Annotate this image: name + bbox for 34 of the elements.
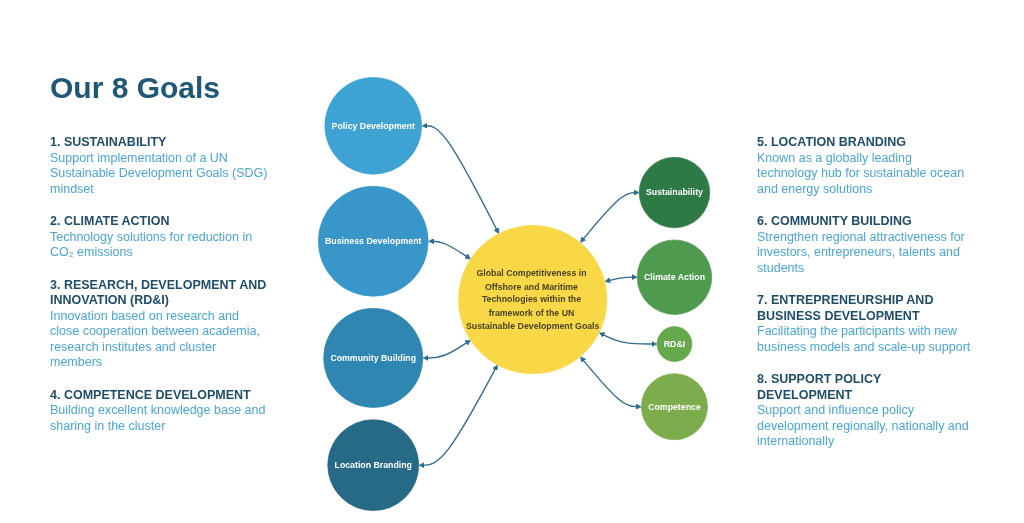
goal-circle: Community Building	[323, 308, 424, 408]
goal-heading: 6. COMMUNITY BUILDING	[757, 214, 913, 230]
goal-circle: Competence	[641, 373, 708, 441]
goal-heading: 2. CLIMATE ACTION	[50, 214, 171, 230]
center-circle: Global Competitiveness in Offshore and Maritime Technologies within the framework of the UN Sustainable Development Goals	[458, 225, 608, 375]
goal-description: Strengthen regional attractiveness for investors, entrepreneurs, talents and students	[757, 229, 966, 276]
goal-circle: Sustainability	[638, 157, 711, 229]
double-arrow	[604, 274, 638, 284]
goal-heading: 8. SUPPORT POLICY DEVELOPMENT	[757, 372, 883, 403]
goal-description: Building excellent knowledge base and sharing in the cluster	[50, 403, 267, 434]
goal-description: Support and influence policy development regionally, nationally and internationally	[757, 403, 970, 450]
double-arrow	[580, 356, 642, 410]
goal-circle: RD&I	[656, 326, 693, 362]
goal-description: Known as a globally leading technology hub for sustainable ocean and energy solutions	[757, 150, 966, 197]
goal-circle: Climate Action	[636, 239, 713, 315]
goal-heading: 1. SUSTAINABILITY	[50, 135, 168, 151]
goal-description: Technology solutions for reduction in CO₂ emissions	[50, 229, 254, 261]
double-arrow	[599, 332, 658, 347]
double-arrow	[418, 364, 498, 469]
double-arrow	[421, 122, 500, 234]
goal-description: Facilitating the participants with new business models and scale-up support	[757, 324, 972, 355]
title: Our 8 Goals	[50, 70, 221, 106]
double-arrow	[580, 189, 640, 243]
goal-description: Support implementation of a UN Sustainable Development Goals (SDG) mindset	[50, 150, 268, 197]
goal-heading: 3. RESEARCH, DEVELOPMENT AND INNOVATION (RD&I)	[50, 277, 268, 309]
goal-circle: Business Development	[317, 185, 429, 297]
goal-description: Innovation based on research and close cooperation between academia, research institutes and cluster members	[50, 308, 261, 371]
double-arrow	[428, 238, 471, 260]
goal-heading: 5. LOCATION BRANDING	[757, 135, 908, 151]
goal-heading: 4. COMPETENCE DEVELOPMENT	[50, 387, 252, 403]
goal-circle: Policy Development	[324, 77, 422, 175]
double-arrow	[422, 339, 471, 361]
goal-circle: Location Branding	[327, 419, 420, 511]
goal-heading: 7. ENTREPRENEURSHIP AND BUSINESS DEVELOPMENT	[757, 293, 935, 324]
